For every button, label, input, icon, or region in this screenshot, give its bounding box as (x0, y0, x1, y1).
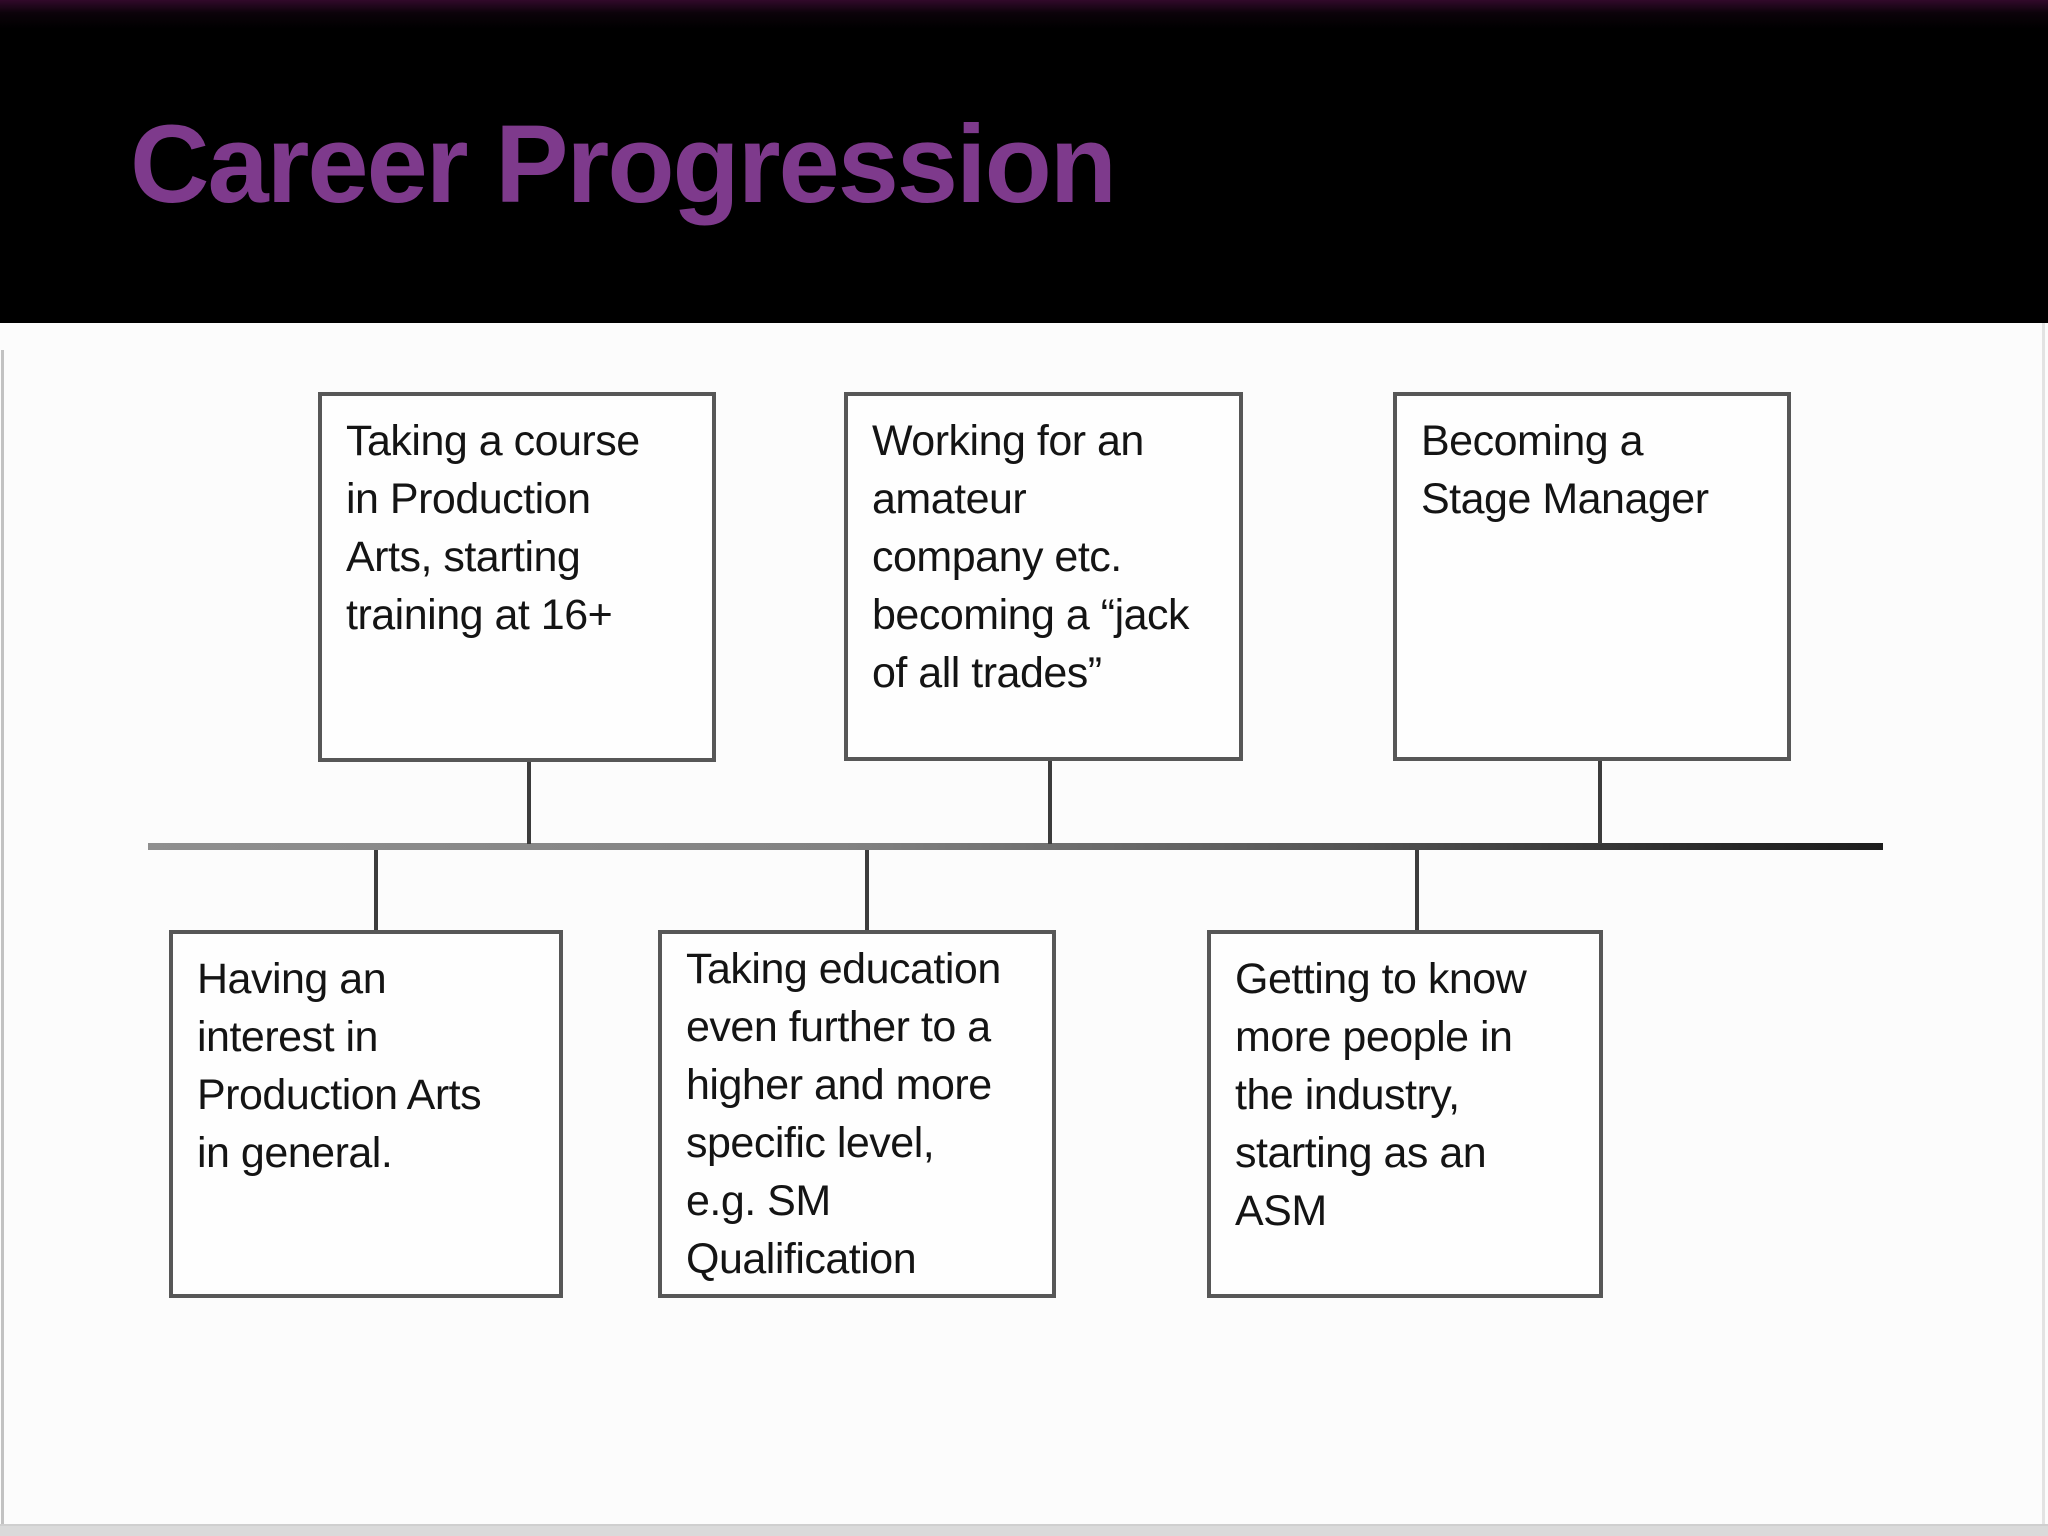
slide-bottom-edge (0, 1524, 2048, 1536)
slide-title: Career Progression (130, 103, 1117, 226)
slide-header: Career Progression (0, 0, 2048, 323)
timeline-box-higher-education: Taking education even further to a highe… (658, 930, 1056, 1298)
connector-top-1 (527, 760, 531, 844)
slide-left-edge (1, 350, 4, 1524)
connector-top-2 (1048, 760, 1052, 844)
timeline-box-course-training: Taking a course in Production Arts, star… (318, 392, 716, 762)
timeline-box-interest: Having an interest in Production Arts in… (169, 930, 563, 1298)
connector-bottom-1 (374, 850, 378, 931)
timeline-line (148, 843, 1883, 850)
timeline-box-stage-manager: Becoming a Stage Manager (1393, 392, 1791, 761)
timeline-box-networking-asm: Getting to know more people in the indus… (1207, 930, 1603, 1298)
timeline-box-amateur-company: Working for an amateur company etc. beco… (844, 392, 1243, 761)
slide-right-edge (2042, 323, 2045, 1524)
connector-top-3 (1598, 760, 1602, 844)
connector-bottom-2 (865, 850, 869, 931)
connector-bottom-3 (1415, 850, 1419, 931)
